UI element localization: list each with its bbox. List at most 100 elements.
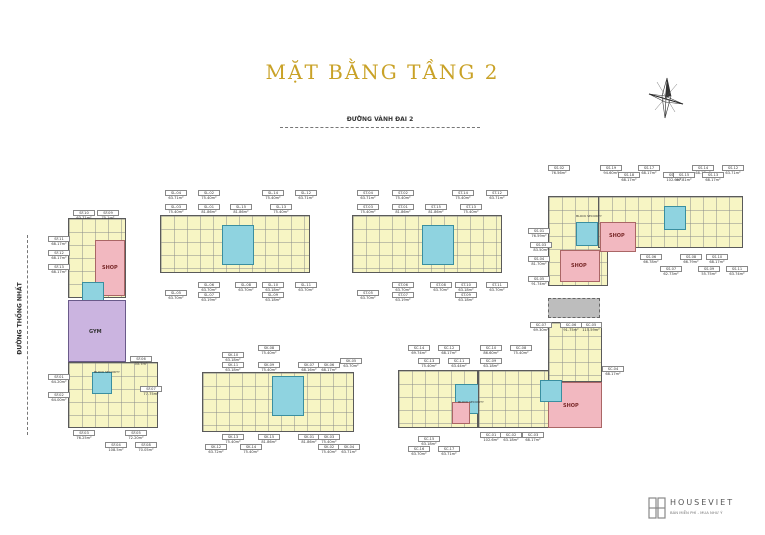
unit-area: 63.71m² <box>489 196 505 201</box>
core-sk <box>272 376 304 416</box>
unit-code: SL.15 <box>230 204 252 211</box>
unit-code: ST.09 <box>455 292 477 299</box>
unit-area: 75.40m² <box>261 368 277 373</box>
unit-code: SS.11 <box>726 266 748 273</box>
unit-code: ST.08 <box>430 282 452 289</box>
shop-sf: SHOP <box>95 240 125 296</box>
unit-code: SS.01 <box>528 228 550 235</box>
unit-code: SK.04 <box>338 444 360 451</box>
unit-code: SL.09 <box>262 292 284 299</box>
unit-area: 75.40m² <box>421 364 437 369</box>
unit-code: SK.05 <box>340 358 362 365</box>
unit-code: SF.10 <box>73 210 95 217</box>
unit-code: SK.10 <box>222 352 244 359</box>
block-sf-south <box>68 362 158 428</box>
road-ring2: ĐƯỜNG VÀNH ĐAI 2 <box>280 114 480 130</box>
unit-code: SC.16 <box>408 446 430 453</box>
unit-code: SL.02 <box>198 190 220 197</box>
unit-code: ST.02 <box>392 190 414 197</box>
unit-code: SF.01 <box>48 374 70 381</box>
unit-code: SS.04 <box>528 256 550 263</box>
unit-code: ST.15 <box>425 204 447 211</box>
house-icon <box>648 497 666 519</box>
unit-area: 63.18m² <box>483 364 499 369</box>
unit-code: SL.06 <box>198 282 220 289</box>
unit-code: SC.11 <box>448 358 470 365</box>
unit-code: SK.09 <box>258 362 280 369</box>
unit-code: SS.02 <box>548 165 570 172</box>
core-sl <box>222 225 254 265</box>
unit-area: 81.86m² <box>428 210 444 215</box>
core-sf-south <box>92 372 112 394</box>
unit-area: 63.71m² <box>441 452 457 457</box>
unit-code: SL.01 <box>198 204 220 211</box>
unit-code: SC.09 <box>480 358 502 365</box>
unit-area: 63.71m² <box>298 196 314 201</box>
core-ss-1 <box>576 222 598 246</box>
unit-area: 68.17m² <box>605 372 621 377</box>
unit-code: SC.03 <box>522 432 544 439</box>
unit-area: 63.70m² <box>433 288 449 293</box>
unit-area: 81.70m² <box>531 262 547 267</box>
unit-code: SL.14 <box>262 190 284 197</box>
unit-area: 75.40m² <box>321 440 337 445</box>
core-ss-2 <box>664 206 686 230</box>
block-security-label: BLOCK SECURITY <box>94 370 120 374</box>
unit-code: SC.06 <box>560 322 582 329</box>
unit-code: SS.08 <box>680 254 702 261</box>
unit-area: 68.17m² <box>51 256 67 261</box>
unit-code: SF.03 <box>73 430 95 437</box>
unit-area: 69.30m² <box>533 328 549 333</box>
unit-code: SF.09 <box>97 210 119 217</box>
unit-area: 63.74m² <box>729 272 745 277</box>
unit-code: SS.18 <box>618 172 640 179</box>
unit-area: 76.56m² <box>551 171 567 176</box>
unit-code: SC.10 <box>480 345 502 352</box>
unit-area: 63.70m² <box>238 288 254 293</box>
unit-code: SS.06 <box>640 254 662 261</box>
unit-code: SF.02 <box>48 392 70 399</box>
unit-code: ST.12 <box>486 190 508 197</box>
unit-area: 63.70m² <box>343 364 359 369</box>
unit-area: 68.17m² <box>441 351 457 356</box>
compass-icon <box>648 77 684 119</box>
unit-area: 68.17m² <box>321 368 337 373</box>
unit-area: 68.17m² <box>641 171 657 176</box>
unit-code: SL.04 <box>165 190 187 197</box>
unit-code: SS.15 <box>673 172 695 179</box>
block-security-label: BLOCK SECURITY <box>576 214 602 218</box>
unit-code: SK.06 <box>318 362 340 369</box>
unit-code: SS.14 <box>692 165 714 172</box>
unit-code: SC.17 <box>438 446 460 453</box>
